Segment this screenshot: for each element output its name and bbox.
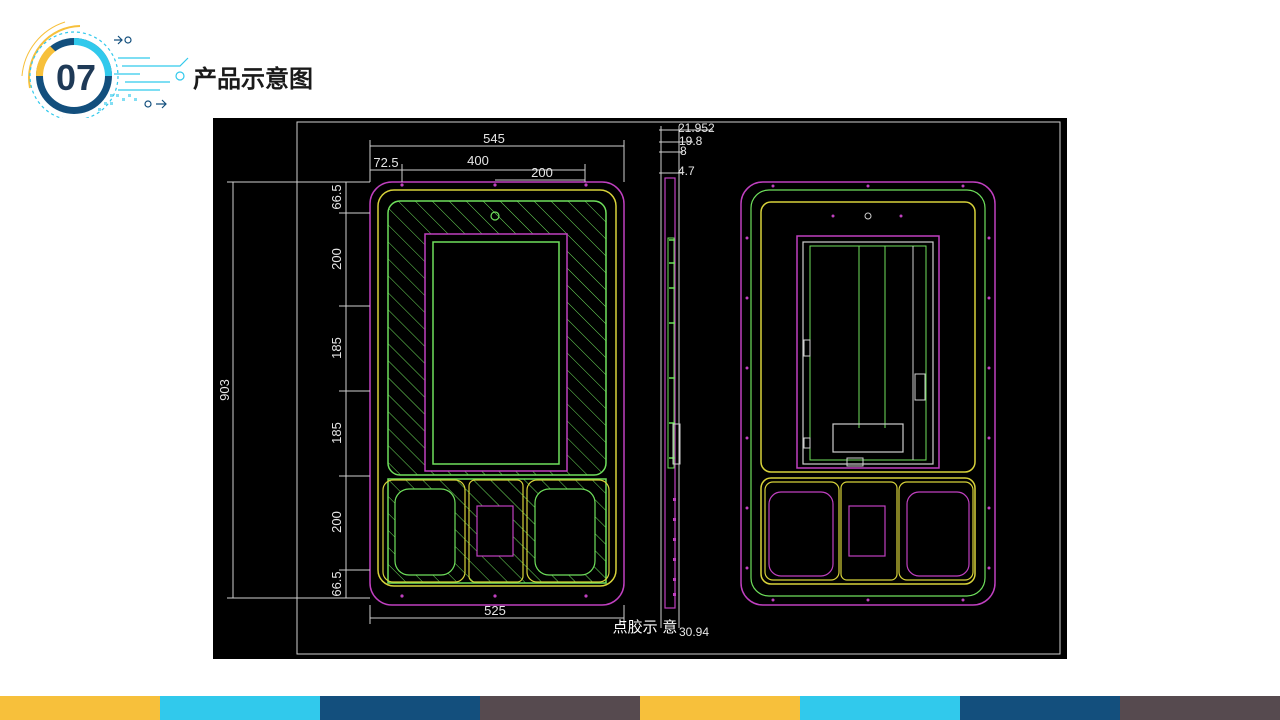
section-badge-graphic [21, 21, 189, 118]
dim-left-offset: 72.5 [373, 155, 398, 170]
dim-side-4: 4.7 [678, 164, 695, 178]
drawing-frame [296, 121, 1061, 655]
side-view: 21.952 19.8 8 4.7 30.94 [659, 121, 715, 639]
footer-segment [480, 696, 640, 720]
cad-drawing: 545 72.5 400 200 525 903 66.5 200 185 18… [213, 118, 1067, 659]
back-view [740, 181, 996, 606]
footer-segment [800, 696, 960, 720]
dim-width-total: 545 [483, 131, 505, 146]
section-number: 07 [55, 57, 97, 98]
dim-v-bottom: 66.5 [329, 571, 344, 596]
dim-side-30: 30.94 [679, 625, 709, 639]
front-view [369, 181, 625, 606]
footer-segment [320, 696, 480, 720]
dim-v-lower: 200 [329, 511, 344, 533]
front-dimension-lines [227, 140, 625, 624]
section-header: 07 产品示意图 [0, 0, 400, 120]
dim-height-total: 903 [217, 379, 232, 401]
dim-side-8: 8 [680, 144, 687, 158]
page-title: 产品示意图 [193, 65, 313, 93]
dim-right-span: 200 [531, 165, 553, 180]
footer-segment [640, 696, 800, 720]
front-dimension-labels: 545 72.5 400 200 525 903 66.5 200 185 18… [217, 131, 553, 618]
dim-v-mid1: 185 [329, 337, 344, 359]
footer-segment [0, 696, 160, 720]
dim-v-mid2: 185 [329, 422, 344, 444]
cad-drawing-svg: 545 72.5 400 200 525 903 66.5 200 185 18… [217, 121, 1061, 655]
footer-segment [160, 696, 320, 720]
drawing-caption: 点胶示 意 [613, 618, 678, 636]
dim-v-top: 66.5 [329, 184, 344, 209]
footer-segment [1120, 696, 1280, 720]
dim-v-screen: 200 [329, 248, 344, 270]
dim-side-21: 21.952 [678, 121, 715, 135]
dim-bottom-width: 525 [484, 603, 506, 618]
dim-mid-span: 400 [467, 153, 489, 168]
dim-side-19: 19.8 [679, 134, 703, 148]
footer-segment [960, 696, 1120, 720]
footer-color-bar [0, 696, 1280, 720]
